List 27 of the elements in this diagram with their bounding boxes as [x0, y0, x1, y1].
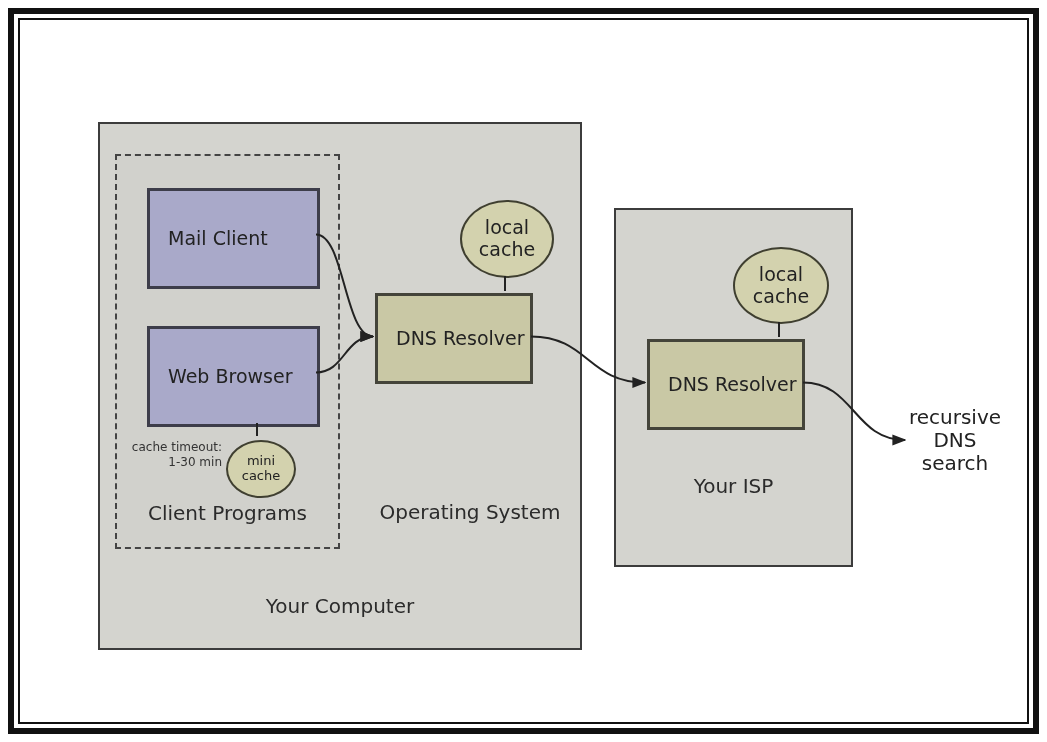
- node-label: Mail Client: [167, 227, 269, 250]
- node-label: local cache: [477, 217, 537, 261]
- group-box: [115, 154, 340, 549]
- node-label: local cache: [751, 263, 811, 308]
- node-label: DNS Resolver: [667, 373, 798, 396]
- group-label: Client Programs: [146, 501, 309, 525]
- connector-line: [504, 275, 506, 292]
- group-label: Your ISP: [692, 474, 775, 498]
- group-label: Your Computer: [264, 594, 416, 618]
- node-label: recursive DNS search: [907, 405, 1003, 475]
- node-label: Web Browser: [167, 365, 294, 388]
- connector-line: [778, 321, 780, 338]
- process-box: [375, 293, 533, 384]
- arrow: [530, 335, 647, 388]
- node-label: DNS Resolver: [395, 327, 526, 350]
- system-panel: [614, 208, 853, 567]
- arrow: [315, 332, 375, 374]
- system-panel: [98, 122, 582, 650]
- arrow: [802, 381, 907, 445]
- process-box: [647, 339, 805, 430]
- note-text: cache timeout: 1-30 min: [130, 440, 222, 470]
- node-label: mini cache: [241, 454, 281, 484]
- process-box: [147, 188, 320, 289]
- area-label: Operating System: [378, 500, 562, 524]
- arrow: [315, 233, 375, 339]
- process-box: [147, 326, 320, 427]
- connector-line: [256, 422, 258, 437]
